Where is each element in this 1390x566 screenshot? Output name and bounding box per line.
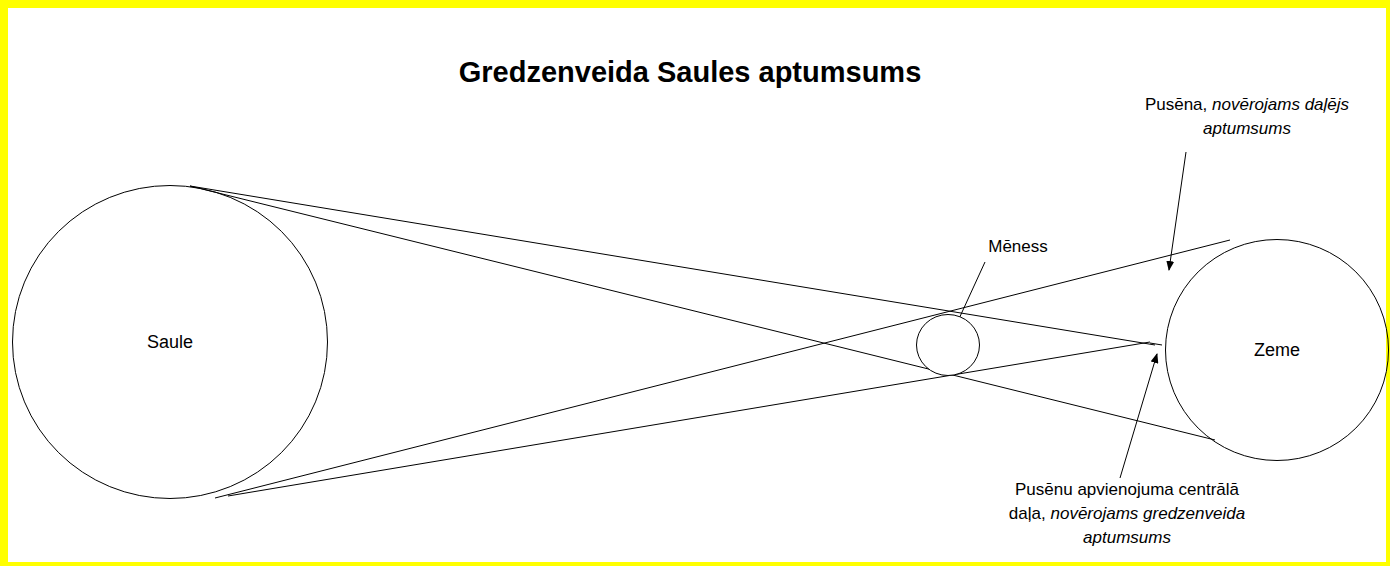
callout-heading: Pusēna, (1145, 95, 1207, 114)
callout-note: novērojams daļējs aptumsums (1203, 95, 1349, 138)
earth-circle: Zeme (1165, 239, 1389, 461)
callout-label: Pusēnu apvienojuma centrālā daļa, novēro… (1002, 478, 1252, 550)
body-name: Mēness (988, 237, 1048, 257)
circle-outline (916, 314, 980, 376)
body-name: Saule (147, 332, 193, 353)
callout-note: novērojams gredzenveida aptumsums (1050, 504, 1245, 547)
callout-label: Pusēna, novērojams daļējs aptumsums (1145, 93, 1350, 141)
moon-circle: Mēness (916, 314, 980, 376)
body-name: Zeme (1254, 340, 1300, 361)
sun-circle: Saule (12, 185, 328, 499)
diagram-title: Gredzenveida Saules aptumsums (0, 56, 1380, 89)
